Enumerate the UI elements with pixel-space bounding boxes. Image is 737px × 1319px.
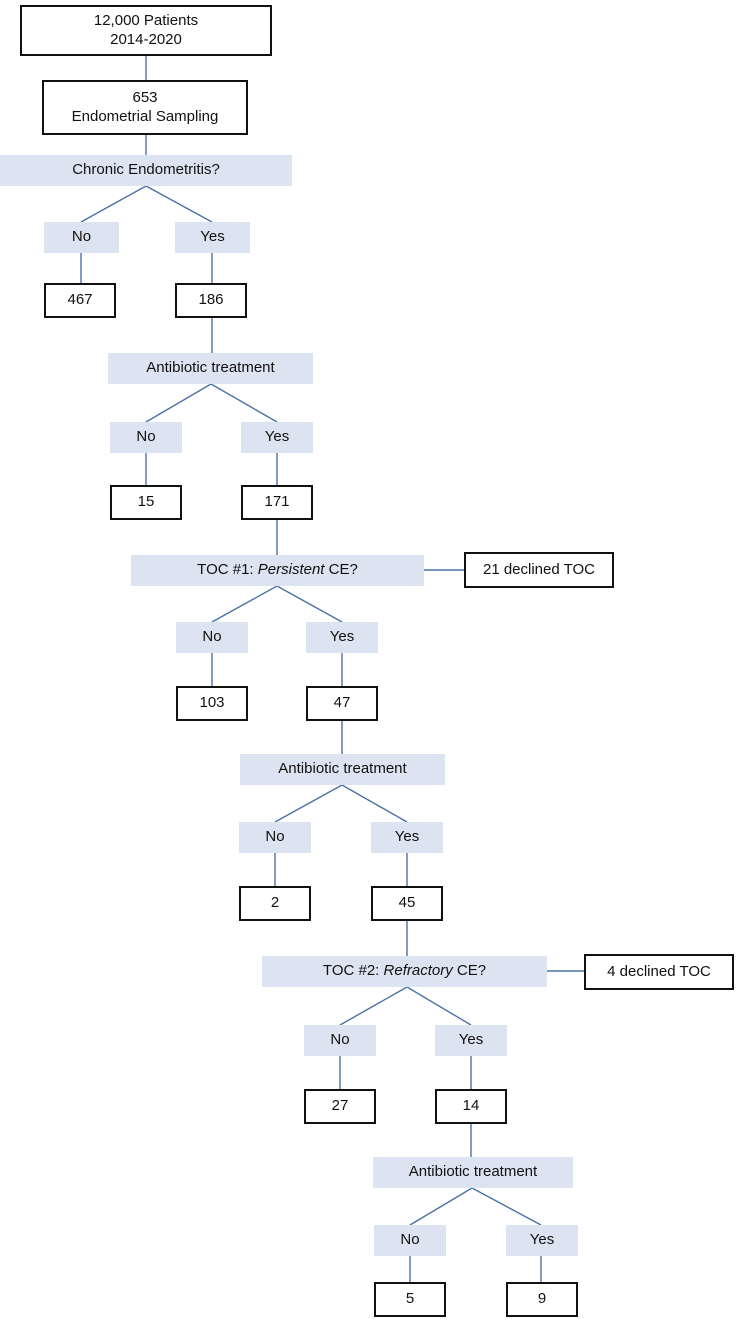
node-label-ce_yes: Yes <box>200 228 225 246</box>
node-n186: 186 <box>175 283 247 318</box>
node-label-abx3_no: No <box>400 1231 420 1249</box>
node-toc2_yes: Yes <box>435 1025 507 1056</box>
node-n2: 2 <box>239 886 311 921</box>
edge-abx3-to-abx3_yes <box>471 1187 542 1226</box>
node-abx2_no: No <box>239 822 311 853</box>
node-label-abx1_yes: Yes <box>264 428 290 446</box>
node-n171: 171 <box>241 485 313 520</box>
node-label-abx1_no: No <box>136 428 156 446</box>
node-cohort: 12,000 Patients 2014-2020 <box>20 5 272 56</box>
node-n47: 47 <box>306 686 378 721</box>
node-abx1_yes: Yes <box>241 422 313 453</box>
node-toc2: TOC #2: Refractory CE? <box>262 956 547 987</box>
node-label-abx2_no: No <box>265 828 285 846</box>
node-ce_q: Chronic Endometritis? <box>0 155 292 186</box>
node-n9: 9 <box>506 1282 578 1317</box>
node-label-n45: 45 <box>398 894 416 912</box>
node-n103: 103 <box>176 686 248 721</box>
node-n45: 45 <box>371 886 443 921</box>
node-toc1_decl: 21 declined TOC <box>464 552 614 588</box>
node-label-n467: 467 <box>67 291 93 309</box>
node-sampling: 653 Endometrial Sampling <box>42 80 248 135</box>
node-abx1_no: No <box>110 422 182 453</box>
node-n14: 14 <box>435 1089 507 1124</box>
node-n27: 27 <box>304 1089 376 1124</box>
node-label-toc1_decl: 21 declined TOC <box>482 560 596 578</box>
node-label-toc2_no: No <box>330 1031 350 1049</box>
edge-toc1-to-toc1_no <box>211 585 278 623</box>
node-label-n15: 15 <box>137 493 155 511</box>
node-label-n47: 47 <box>333 694 351 712</box>
node-label-n9: 9 <box>537 1290 547 1308</box>
node-abx1: Antibiotic treatment <box>108 353 313 384</box>
node-label-n186: 186 <box>198 291 224 309</box>
node-label-n103: 103 <box>199 694 225 712</box>
node-label-ce_no: No <box>71 228 92 246</box>
node-label-toc2: TOC #2: Refractory CE? <box>322 962 487 980</box>
edge-toc1-to-toc1_yes <box>276 585 343 623</box>
edge-abx2-to-abx2_yes <box>341 784 408 823</box>
node-label-n2: 2 <box>270 894 280 912</box>
node-label-toc1_yes: Yes <box>329 628 355 646</box>
node-n467: 467 <box>44 283 116 318</box>
node-n5: 5 <box>374 1282 446 1317</box>
edge-ce_q-to-ce_yes <box>145 185 213 223</box>
node-label-abx3: Antibiotic treatment <box>408 1163 538 1181</box>
node-abx3_no: No <box>374 1225 446 1256</box>
node-toc2_decl: 4 declined TOC <box>584 954 734 990</box>
node-label-toc1_no: No <box>202 628 222 646</box>
node-n15: 15 <box>110 485 182 520</box>
node-label-ce_q: Chronic Endometritis? <box>72 161 220 179</box>
node-label-abx3_yes: Yes <box>529 1231 555 1249</box>
node-label-abx2_yes: Yes <box>394 828 420 846</box>
node-label-n27: 27 <box>331 1097 349 1115</box>
node-label-toc2_yes: Yes <box>458 1031 484 1049</box>
edge-abx3-to-abx3_no <box>409 1187 473 1226</box>
node-abx2: Antibiotic treatment <box>240 754 445 785</box>
node-label-n5: 5 <box>405 1290 415 1308</box>
node-ce_no: No <box>44 222 119 253</box>
edge-toc2-to-toc2_no <box>339 986 408 1026</box>
node-label-abx2: Antibiotic treatment <box>278 760 407 778</box>
node-toc1_yes: Yes <box>306 622 378 653</box>
node-label-cohort: 12,000 Patients 2014-2020 <box>93 12 199 48</box>
node-ce_yes: Yes <box>175 222 250 253</box>
edge-ce_q-to-ce_no <box>80 185 147 223</box>
node-label-n14: 14 <box>462 1097 480 1115</box>
node-abx3: Antibiotic treatment <box>373 1157 573 1188</box>
edge-abx1-to-abx1_no <box>145 383 212 423</box>
edge-abx1-to-abx1_yes <box>210 383 278 423</box>
node-label-sampling: 653 Endometrial Sampling <box>71 89 219 125</box>
edge-abx2-to-abx2_no <box>274 784 343 823</box>
edge-toc2-to-toc2_yes <box>406 986 472 1026</box>
node-label-toc2_decl: 4 declined TOC <box>607 962 711 980</box>
node-toc2_no: No <box>304 1025 376 1056</box>
node-toc1: TOC #1: Persistent CE? <box>131 555 424 586</box>
node-abx3_yes: Yes <box>506 1225 578 1256</box>
node-label-n171: 171 <box>264 493 290 511</box>
node-abx2_yes: Yes <box>371 822 443 853</box>
node-toc1_no: No <box>176 622 248 653</box>
node-label-abx1: Antibiotic treatment <box>146 359 275 377</box>
node-label-toc1: TOC #1: Persistent CE? <box>197 561 358 579</box>
